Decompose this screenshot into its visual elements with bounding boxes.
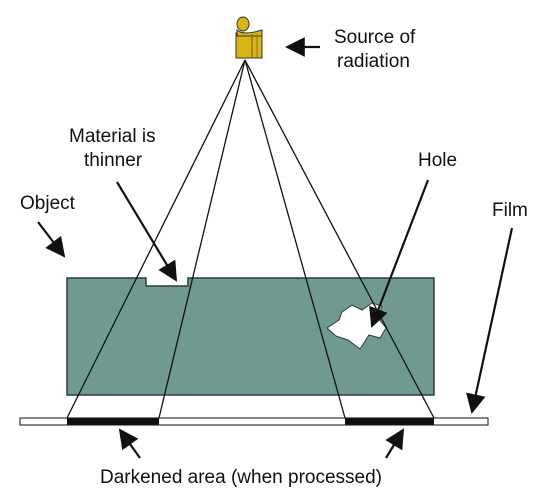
- film-strip: [19, 417, 489, 426]
- source-label-line2: radiation: [337, 51, 410, 72]
- material-label-line2: thinner: [84, 150, 143, 171]
- darkened-area-right: [345, 418, 434, 425]
- arrow-object: [37, 221, 66, 258]
- darkened-area-left: [67, 418, 159, 425]
- arrow-material: [116, 181, 178, 282]
- object-block: [66, 277, 435, 396]
- hole-label: Hole: [418, 150, 457, 171]
- arrow-hole: [369, 179, 430, 328]
- radiation-source-icon: [235, 16, 263, 59]
- material-label-line1: Material is: [69, 126, 156, 147]
- source-label-line1: Source of: [334, 27, 416, 48]
- arrow-film: [466, 227, 514, 414]
- beam-line-2: [158, 59, 246, 419]
- beam-line-4: [244, 59, 435, 419]
- beam-line-3: [244, 59, 346, 419]
- arrow-dark-left: [118, 428, 141, 459]
- arrow-dark-right: [385, 428, 405, 459]
- darkened-area-label: Darkened area (when processed): [100, 467, 382, 488]
- film-label: Film: [492, 200, 528, 221]
- object-label: Object: [20, 193, 76, 214]
- pointer-arrows: [37, 37, 514, 459]
- radiation-beams: [66, 59, 435, 419]
- beam-line-1: [66, 59, 246, 419]
